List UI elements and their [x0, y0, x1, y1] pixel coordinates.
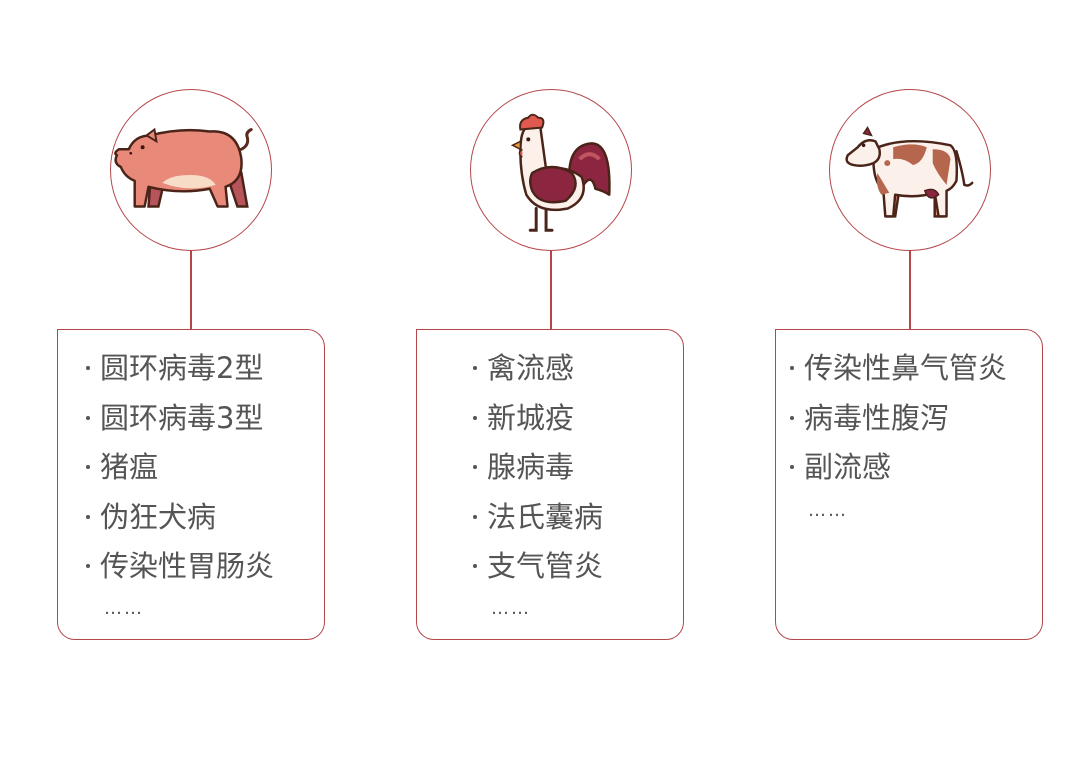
bullet-icon [473, 415, 477, 420]
disease-item: 圆环病毒3型 [86, 394, 274, 444]
bullet-icon [86, 465, 90, 469]
pig-disease-list: 圆环病毒2型 圆环病毒3型 猪瘟 伪狂犬病 传染性胃肠炎 [86, 344, 274, 592]
chicken-connector-line [550, 251, 552, 330]
disease-item: 腺病毒 [473, 443, 603, 493]
rooster-icon [510, 113, 611, 232]
cattle-circle [829, 89, 991, 251]
more-ellipsis: …… [104, 598, 144, 619]
pig-circle [110, 89, 272, 251]
bullet-icon [473, 564, 477, 568]
disease-item: 伪狂犬病 [86, 493, 274, 543]
cattle-disease-box: 传染性鼻气管炎 病毒性腹泻 副流感 …… [775, 329, 1043, 640]
more-ellipsis: …… [491, 598, 531, 619]
disease-item: 传染性胃肠炎 [86, 542, 274, 592]
bullet-icon [86, 366, 90, 370]
bullet-icon [473, 366, 477, 370]
bullet-icon [790, 465, 794, 469]
bullet-icon [473, 465, 477, 469]
bullet-icon [473, 514, 477, 519]
disease-item: 法氏囊病 [473, 493, 603, 543]
disease-item: 新城疫 [473, 394, 603, 444]
pig-connector-line [190, 251, 192, 330]
bullet-icon [86, 514, 90, 519]
disease-item: 副流感 [790, 443, 1007, 493]
bullet-icon [790, 366, 794, 370]
bullet-icon [86, 564, 90, 568]
disease-item: 传染性鼻气管炎 [790, 344, 1007, 394]
disease-item: 支气管炎 [473, 542, 603, 592]
chicken-disease-list: 禽流感 新城疫 腺病毒 法氏囊病 支气管炎 [473, 344, 603, 592]
pig-disease-box: 圆环病毒2型 圆环病毒3型 猪瘟 伪狂犬病 传染性胃肠炎 …… [57, 329, 325, 640]
chicken-circle [470, 89, 632, 251]
bullet-icon [790, 415, 794, 420]
more-ellipsis: …… [808, 500, 848, 521]
cattle-disease-list: 传染性鼻气管炎 病毒性腹泻 副流感 [790, 344, 1007, 493]
disease-item: 猪瘟 [86, 443, 274, 493]
disease-item: 病毒性腹泻 [790, 394, 1007, 444]
cattle-connector-line [909, 251, 911, 330]
disease-item: 圆环病毒2型 [86, 344, 274, 394]
chicken-disease-box: 禽流感 新城疫 腺病毒 法氏囊病 支气管炎 …… [416, 329, 684, 640]
disease-item: 禽流感 [473, 344, 603, 394]
bullet-icon [86, 415, 90, 420]
cow-icon [845, 126, 974, 218]
pig-icon [114, 127, 253, 208]
